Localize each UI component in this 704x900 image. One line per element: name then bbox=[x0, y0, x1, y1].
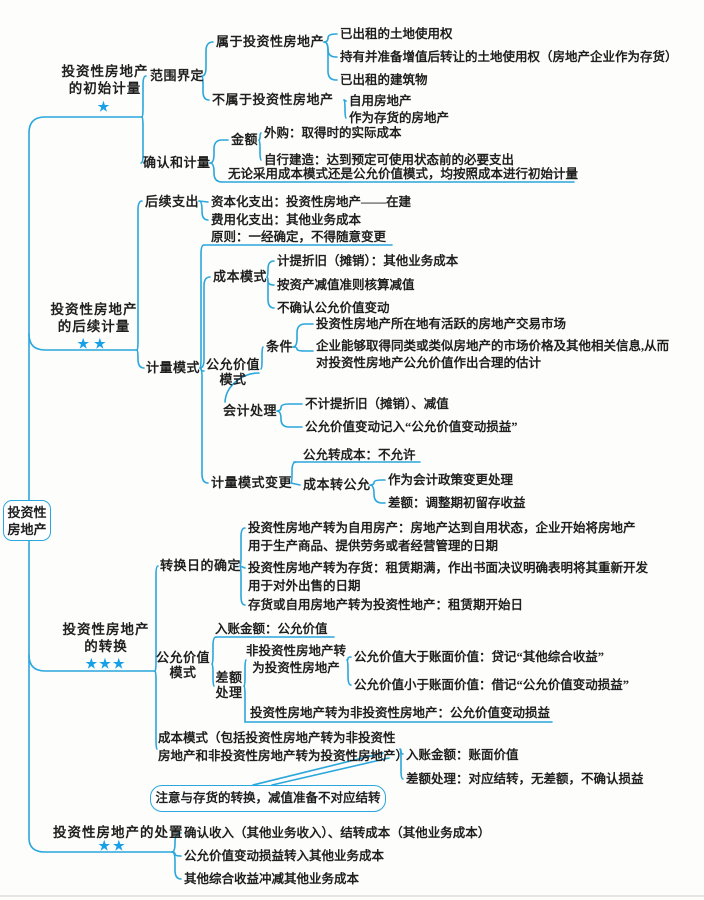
leaf-fv-greater: 公允价值大于账面价值：贷记“其他综合收益” bbox=[354, 650, 605, 664]
node-transfer-fv-mode: 公允价值 模式 bbox=[155, 650, 211, 680]
leaf-disposal-3: 其他综合收益冲减其他业务成本 bbox=[184, 872, 360, 886]
node-cost-to-fv: 成本转公允 bbox=[303, 477, 371, 492]
branch3-label-line1: 投资性房地产 bbox=[62, 622, 150, 637]
node-to-inv-line2: 为投资性房地产 bbox=[252, 661, 340, 675]
node-scope-definition: 范围界定 bbox=[150, 68, 205, 83]
node-mode-change: 计量模式变更 bbox=[211, 475, 293, 490]
leaf-disposal-1: 确认收入（其他业务收入）、结转成本（其他业务成本） bbox=[184, 826, 491, 840]
node-transfer-fv-line1: 公允价值 bbox=[155, 650, 210, 665]
branch2-label-line1: 投资性房地产 bbox=[50, 302, 138, 317]
leaf-date-2b: 用于对外出售的日期 bbox=[248, 579, 361, 593]
node-to-inv-line1: 非投资性房地产转 bbox=[246, 644, 347, 658]
node-fv-accounting: 会计处理 bbox=[223, 403, 278, 418]
node-not-belongs: 不属于投资性房地产 bbox=[212, 92, 334, 107]
branch3-stars: ★★★ bbox=[85, 656, 127, 671]
leaf-principle: 原则：一经确定，不得随意变更 bbox=[211, 230, 387, 244]
leaf-fvacc-1: 不计提折旧（摊销）、减值 bbox=[305, 397, 449, 411]
node-recognition: 确认和计量 bbox=[143, 155, 211, 170]
leaf-cond-2a: 企业能够取得同类或类似房地产的市场价格及其他相关信息,从而 bbox=[316, 339, 670, 353]
branch3-label: 投资性房地产 的转换 bbox=[59, 621, 153, 655]
branch3-label-line2: 的转换 bbox=[84, 639, 128, 654]
leaf-expensed: 费用化支出：其他业务成本 bbox=[211, 213, 362, 227]
node-measure-mode: 计量模式 bbox=[146, 360, 201, 375]
branch4-label: 投资性房地产的处置 bbox=[53, 825, 184, 840]
leaf-fv-less: 公允价值小于账面价值：借记“公允价值变动损益” bbox=[354, 678, 630, 692]
node-transfer-fv-line2: 模式 bbox=[169, 665, 197, 680]
leaf-date-2a: 投资性房地产转为存货：租赁期满，作出书面决议明确表明将其重新开发 bbox=[248, 561, 649, 575]
branch1-stars: ★ bbox=[97, 99, 113, 114]
leaf-from-investment: 投资性房地产转为非投资性房地产：公允价值变动损益 bbox=[250, 706, 551, 720]
root-label-line1: 投资性 bbox=[7, 505, 47, 520]
leaf-notbelong-1: 自用房地产 bbox=[349, 94, 412, 108]
node-transfer-cost-line2: 房地产和非投资性房地产转为投资性房地产） bbox=[158, 749, 409, 763]
root-label-line2: 房地产 bbox=[7, 522, 47, 537]
leaf-purchase: 外购：取得时的实际成本 bbox=[264, 126, 402, 140]
branch2-stars: ★★ bbox=[77, 336, 111, 351]
leaf-self-build: 自行建造：达到预定可使用状态前的必要支出 bbox=[264, 153, 515, 167]
leaf-fvacc-2: 公允价值变动记入“公允价值变动损益” bbox=[305, 420, 518, 434]
leaf-cost-3: 不确认公允价值变动 bbox=[277, 301, 390, 315]
leaf-adjust-retained: 差额：调整期初留存收益 bbox=[388, 496, 526, 510]
node-subsequent-exp: 后续支出 bbox=[145, 194, 200, 209]
branch1-label: 投资性房地产 的初始计量 bbox=[50, 63, 160, 97]
branch2-label-line2: 的后续计量 bbox=[57, 319, 131, 334]
node-fv-mode: 公允价值 模式 bbox=[205, 357, 261, 387]
node-belongs: 属于投资性房地产 bbox=[216, 34, 325, 49]
leaf-belong-2: 持有并准备增值后转让的土地使用权（房地产企业作为存货） bbox=[340, 50, 678, 64]
node-fv-mode-line2: 模式 bbox=[219, 372, 247, 387]
leaf-cost-2: 按资产减值准则核算减值 bbox=[277, 278, 415, 292]
leaf-date-1b: 用于生产商品、提供劳务或者经营管理的日期 bbox=[248, 539, 499, 553]
branch2-label: 投资性房地产 的后续计量 bbox=[47, 301, 141, 335]
leaf-policy-change: 作为会计政策变更处理 bbox=[388, 473, 514, 487]
node-diff-treatment: 差额 处理 bbox=[215, 670, 243, 700]
leaf-capitalized: 资本化支出：投资性房地产——在建 bbox=[211, 195, 412, 209]
leaf-notbelong-2: 作为存货的房地产 bbox=[349, 111, 450, 125]
leaf-cond-1: 投资性房地产所在地有活跃的房地产交易市场 bbox=[316, 317, 567, 331]
leaf-disposal-2: 公允价值变动损益转入其他业务成本 bbox=[184, 849, 385, 863]
leaf-initial-note: 无论采用成本模式还是公允价值模式，均按照成本进行初始计量 bbox=[228, 167, 579, 181]
node-transfer-cost-line1: 成本模式（包括投资性房地产转为非投资性 bbox=[158, 731, 396, 745]
node-amount: 金额 bbox=[231, 132, 259, 147]
branch4-stars: ★★ bbox=[98, 838, 128, 853]
node-diff-line1: 差额 bbox=[215, 670, 243, 685]
inventory-transfer-note: 注意与存货的转换，减值准备不对应结转 bbox=[150, 785, 386, 812]
node-to-investment: 非投资性房地产转 为投资性房地产 bbox=[246, 643, 346, 677]
leaf-date-3: 存货或自用房地产转为投资性地产：租赁期开始日 bbox=[248, 598, 524, 612]
node-diff-line2: 处理 bbox=[215, 685, 243, 700]
leaf-entry-book: 入账金额：账面价值 bbox=[406, 748, 519, 762]
root-node: 投资性 房地产 bbox=[3, 500, 51, 541]
node-condition: 条件 bbox=[266, 339, 294, 354]
leaf-fv-to-cost: 公允转成本：不允许 bbox=[303, 448, 416, 462]
leaf-belong-1: 已出租的土地使用权 bbox=[340, 27, 453, 41]
leaf-belong-3: 已出租的建筑物 bbox=[340, 73, 428, 87]
node-cost-mode: 成本模式 bbox=[213, 269, 268, 284]
branch1-label-line1: 投资性房地产 bbox=[61, 64, 149, 79]
leaf-date-1a: 投资性房地产转为自用房产：房地产达到自用状态，企业开始将房地产 bbox=[248, 521, 636, 535]
leaf-cost-1: 计提折旧（摊销）：其他业务成本 bbox=[277, 254, 459, 268]
branch1-label-line2: 的初始计量 bbox=[68, 81, 142, 96]
node-fv-mode-line1: 公允价值 bbox=[205, 357, 260, 372]
leaf-entry-fv: 入账金额：公允价值 bbox=[215, 622, 328, 636]
leaf-cond-2b: 对投资性房地产公允价值作出合理的估计 bbox=[316, 356, 542, 370]
node-transfer-date: 转换日的确定 bbox=[160, 558, 242, 573]
leaf-no-diff: 差额处理：对应结转，无差额，不确认损益 bbox=[406, 772, 644, 786]
